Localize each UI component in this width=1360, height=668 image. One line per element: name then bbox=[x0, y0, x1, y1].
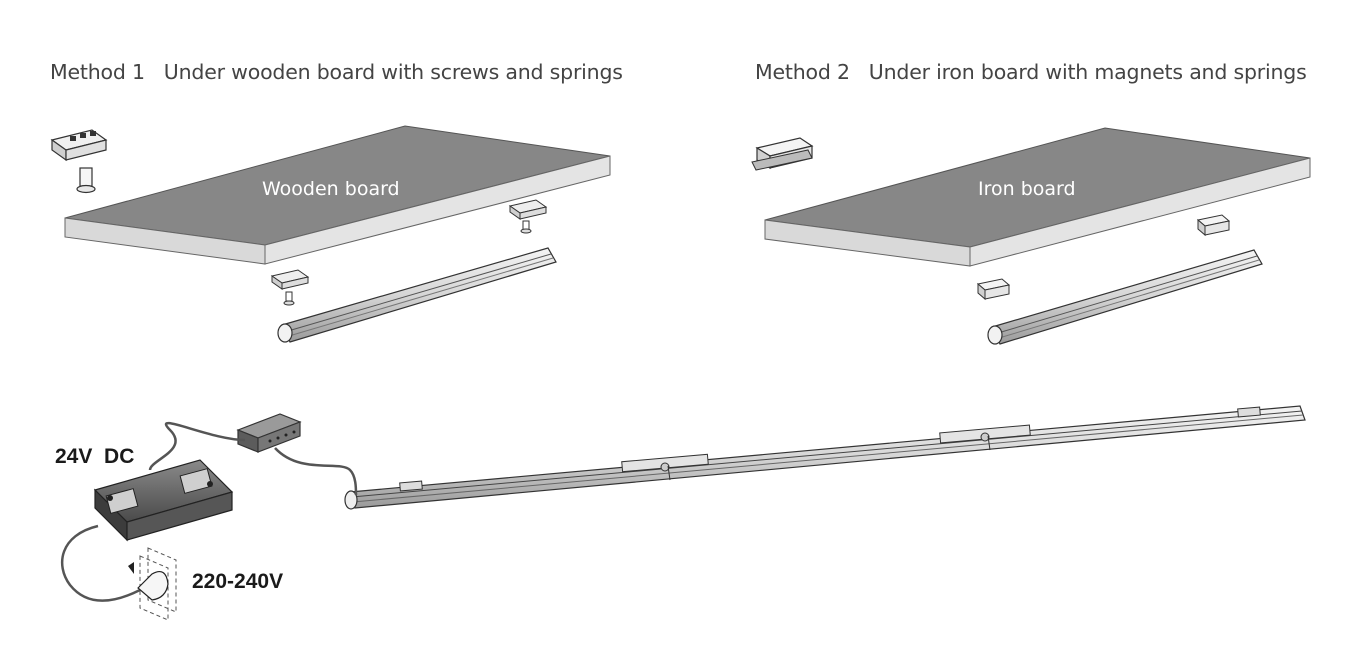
magnet-clip-icon bbox=[1196, 214, 1231, 237]
dc-cable bbox=[148, 421, 246, 471]
ac-voltage-label: 220-240V bbox=[192, 570, 284, 593]
mounting-clip-icon bbox=[50, 129, 108, 162]
ac-cable bbox=[61, 524, 141, 602]
magnet-clip-icon bbox=[976, 278, 1011, 301]
iron-board bbox=[764, 127, 1311, 267]
led-light-bar bbox=[277, 247, 557, 343]
screw-icon bbox=[76, 167, 96, 194]
plug-icon bbox=[128, 562, 169, 601]
method-1-heading: Method 1 Under wooden board with screws … bbox=[50, 60, 623, 84]
wooden-board bbox=[64, 125, 611, 265]
method-2-heading: Method 2 Under iron board with magnets a… bbox=[755, 60, 1307, 84]
distribution-hub-icon bbox=[236, 413, 302, 453]
bar-cable bbox=[274, 447, 358, 496]
mounting-clip-icon bbox=[508, 199, 548, 234]
led-light-bar bbox=[987, 249, 1263, 345]
power-driver-icon bbox=[93, 459, 234, 542]
magnet-clip-icon bbox=[751, 137, 814, 171]
mounting-clip-icon bbox=[270, 269, 310, 306]
wooden-board-label: Wooden board bbox=[262, 178, 400, 200]
long-led-bar bbox=[344, 405, 1306, 510]
iron-board-label: Iron board bbox=[978, 178, 1076, 200]
dc-voltage-label: 24V DC bbox=[55, 445, 135, 468]
